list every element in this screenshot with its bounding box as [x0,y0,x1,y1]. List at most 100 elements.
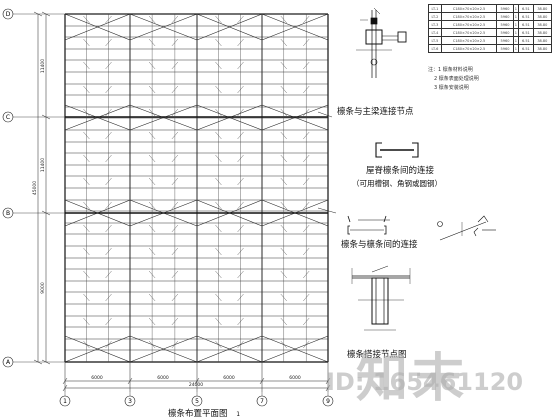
sag-tick [148,201,156,210]
axis-label-3: 3 [128,398,132,405]
dim-left-span-3: 9000 [40,282,46,294]
spec-cell: 5960 [496,4,514,13]
spec-cell: 5960 [496,28,514,37]
sag-tick [171,317,179,326]
sag-tick [83,85,90,94]
sag-tick [148,154,156,163]
sag-tick [215,154,222,163]
dim-left-total: 45000 [32,181,38,195]
sag-tick [280,317,287,326]
sag-tick [280,131,287,140]
notes-line-1: 2 檩条表面处理说明 [434,76,479,82]
caption-purlin-purlin: 檩条与檩条间的连接 [341,240,418,250]
sag-tick [280,154,287,163]
sag-tick [280,224,287,233]
spec-cell: 5960 [496,20,514,29]
sag-tick [215,247,222,256]
spec-cell: 38.80 [532,44,553,53]
sag-tick [83,131,90,140]
sag-tick [171,38,179,47]
spec-cell: 38.80 [532,4,553,13]
dim-bottom-span-2: 6000 [157,375,169,381]
spec-cell: C180×70×20×2.5 [440,36,498,45]
brace [64,104,131,131]
sag-tick [280,201,287,210]
brace [261,104,329,131]
sag-tick [215,177,222,186]
sag-tick [303,61,310,70]
sag-tick [105,270,112,279]
spec-cell: 6.51 [518,28,534,37]
plan-title: 檩条布置平面图 1 [168,407,240,419]
bottom-dimension-chain [62,362,331,392]
sag-rods [83,14,310,362]
sag-tick [83,61,90,70]
caption-ridge-purlin-sub: （可用槽钢、角钢或圆钢） [352,179,442,188]
spec-cell: LT-1 [428,4,442,13]
axis-label-A: A [6,359,11,366]
spec-cell: 38.80 [532,36,553,45]
sag-tick [303,131,310,140]
sag-tick [237,85,244,94]
brace [129,335,198,363]
sag-tick [237,177,244,186]
axis-label-1: 1 [63,398,67,405]
purlin-lines [65,13,328,351]
spec-cell: C180×70×20×2.5 [440,44,498,53]
sag-tick [105,15,112,24]
row-axis-bubbles: D C B A [2,8,65,368]
sag-tick [303,317,310,326]
sag-tick [83,154,90,163]
sag-tick [280,85,287,94]
sag-tick [280,270,287,279]
sag-tick [280,247,287,256]
sag-tick [171,154,179,163]
brace [64,13,131,41]
dim-left-span-2: 11400 [40,158,46,172]
detail-purlin-splice-drawing [351,265,411,331]
sag-tick [215,317,222,326]
caption-purlin-rafter: 檩条与主梁连接节点 [337,107,414,117]
axis-label-7: 7 [260,398,264,405]
sag-tick [171,61,179,70]
sag-tick [237,108,244,117]
sag-tick [303,224,310,233]
sag-tick [148,293,156,302]
sag-tick [237,247,244,256]
sag-tick [171,108,179,117]
sag-tick [303,15,310,24]
dim-left-span-1: 11400 [40,59,46,73]
sag-tick [215,131,222,140]
sag-tick [215,38,222,47]
sag-tick [237,270,244,279]
sag-tick [83,108,90,117]
sag-tick [148,317,156,326]
column-axis-bubbles: 1 3 5 7 9 [59,392,334,407]
sag-tick [303,38,310,47]
spec-cell: 5960 [496,44,514,53]
brace [196,199,263,227]
sag-tick [83,15,90,24]
sag-tick [148,61,156,70]
spec-cell: 5960 [496,12,514,21]
sag-tick [148,270,156,279]
sag-tick [303,177,310,186]
sag-tick [148,131,156,140]
axis-label-C: C [6,114,10,121]
dim-bottom-total: 24000 [189,382,203,388]
sag-tick [105,61,112,70]
watermark-logo: 知末 [356,349,469,409]
brace [64,199,131,227]
spec-cell: 38.80 [532,28,553,37]
sag-tick [83,201,90,210]
sag-tick [148,177,156,186]
sag-tick [83,38,90,47]
sag-tick [83,177,90,186]
sag-tick [280,61,287,70]
detail-ridge-purlin-drawing [375,142,419,158]
spec-cell: 6.51 [518,36,534,45]
